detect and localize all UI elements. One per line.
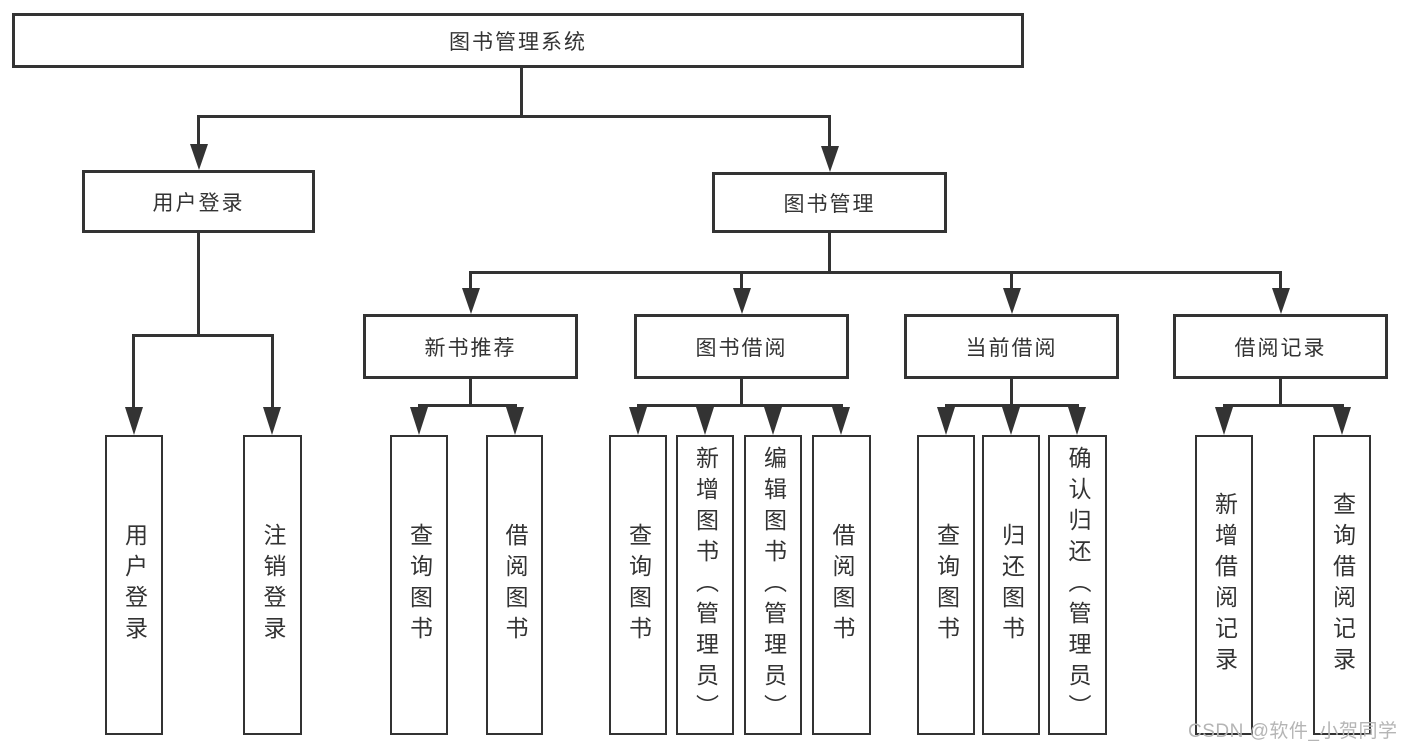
leaf-query-books-recommend: 查询图书: [390, 435, 448, 735]
leaf-label: 新增借阅记录: [1211, 492, 1238, 678]
connector-drop-group: [740, 271, 743, 291]
leaf-label: 确认归还（管理员）: [1065, 445, 1091, 725]
leaf-add-borrow-record: 新增借阅记录: [1195, 435, 1253, 735]
arrow-down-icon: [1068, 407, 1086, 435]
leaf-borrow-books-recommend: 借阅图书: [486, 435, 543, 735]
arrow-down-icon: [1002, 407, 1020, 435]
leaf-label: 归还图书: [998, 523, 1025, 647]
leaf-edit-book-admin: 编辑图书（管理员）: [744, 435, 802, 735]
leaf-label: 注销登录: [260, 523, 286, 647]
leaf-label: 查询借阅记录: [1329, 492, 1356, 678]
leaf-confirm-return-admin: 确认归还（管理员）: [1048, 435, 1107, 735]
leaf-label: 新增图书（管理员）: [692, 445, 719, 725]
connector-group-stem: [740, 379, 743, 407]
arrow-down-icon: [937, 407, 955, 435]
node-label: 图书管理系统: [449, 30, 587, 54]
leaf-label: 编辑图书（管理员）: [760, 445, 787, 725]
node-label: 借阅记录: [1234, 336, 1327, 360]
arrow-down-icon: [733, 288, 751, 314]
node-label: 当前借阅: [965, 336, 1058, 360]
node-library-management-system: 图书管理系统: [12, 13, 1024, 68]
connector-level3-hline: [469, 271, 1282, 274]
arrow-down-icon: [125, 407, 143, 435]
connector-user-login-hline: [133, 334, 274, 337]
leaf-query-borrow-record: 查询借阅记录: [1313, 435, 1371, 735]
arrow-down-icon: [764, 407, 782, 435]
node-current-borrowing: 当前借阅: [904, 314, 1119, 379]
arrow-down-icon: [1333, 407, 1351, 435]
leaf-label: 用户登录: [121, 523, 148, 647]
csdn-watermark: CSDN @软件_小贺同学: [1188, 721, 1398, 742]
node-book-management: 图书管理: [712, 172, 947, 233]
connector-drop-leaf: [271, 334, 274, 411]
connector-group-stem: [1010, 379, 1013, 407]
connector-group-stem: [1279, 379, 1282, 407]
arrow-down-icon: [832, 407, 850, 435]
leaf-add-book-admin: 新增图书（管理员）: [676, 435, 734, 735]
arrow-down-icon: [263, 407, 281, 435]
node-label: 新书推荐: [424, 336, 517, 360]
connector-drop-leaf: [132, 334, 135, 411]
node-label: 图书借阅: [695, 336, 788, 360]
connector-drop-book-management: [828, 115, 831, 150]
leaf-user-login: 用户登录: [105, 435, 163, 735]
arrow-down-icon: [1272, 288, 1290, 314]
leaf-label: 借阅图书: [829, 523, 855, 647]
arrow-down-icon: [410, 407, 428, 435]
node-label: 图书管理: [783, 192, 876, 216]
leaf-label: 借阅图书: [502, 523, 528, 647]
leaf-borrow-books-borrowing: 借阅图书: [812, 435, 871, 735]
connector-leaves-hline: [418, 404, 517, 407]
connector-drop-group: [1279, 271, 1282, 291]
connector-leaves-hline: [1223, 404, 1344, 407]
leaf-query-books-current: 查询图书: [917, 435, 975, 735]
node-book-borrowing: 图书借阅: [634, 314, 849, 379]
connector-drop-group: [1010, 271, 1013, 291]
arrow-down-icon: [462, 288, 480, 314]
arrow-down-icon: [1003, 288, 1021, 314]
node-user-login: 用户登录: [82, 170, 315, 233]
arrow-down-icon: [506, 407, 524, 435]
node-borrowing-records: 借阅记录: [1173, 314, 1388, 379]
arrow-down-icon: [190, 144, 208, 170]
arrow-down-icon: [629, 407, 647, 435]
connector-group-stem: [469, 379, 472, 407]
connector-drop-group: [469, 271, 472, 291]
connector-book-management-stem: [828, 233, 831, 274]
node-new-book-recommendation: 新书推荐: [363, 314, 578, 379]
leaf-return-books: 归还图书: [982, 435, 1040, 735]
leaf-query-books-borrowing: 查询图书: [609, 435, 667, 735]
arrow-down-icon: [821, 146, 839, 172]
connector-root-stem: [520, 68, 523, 118]
leaf-logout: 注销登录: [243, 435, 302, 735]
connector-leaves-hline: [637, 404, 843, 407]
arrow-down-icon: [1215, 407, 1233, 435]
connector-drop-user-login: [197, 115, 200, 148]
leaf-label: 查询图书: [406, 523, 433, 647]
connector-leaves-hline: [945, 404, 1079, 407]
connector-user-login-stem: [197, 233, 200, 337]
leaf-label: 查询图书: [933, 523, 960, 647]
arrow-down-icon: [696, 407, 714, 435]
leaf-label: 查询图书: [625, 523, 652, 647]
connector-level1-hline: [197, 115, 831, 118]
node-label: 用户登录: [152, 191, 245, 215]
